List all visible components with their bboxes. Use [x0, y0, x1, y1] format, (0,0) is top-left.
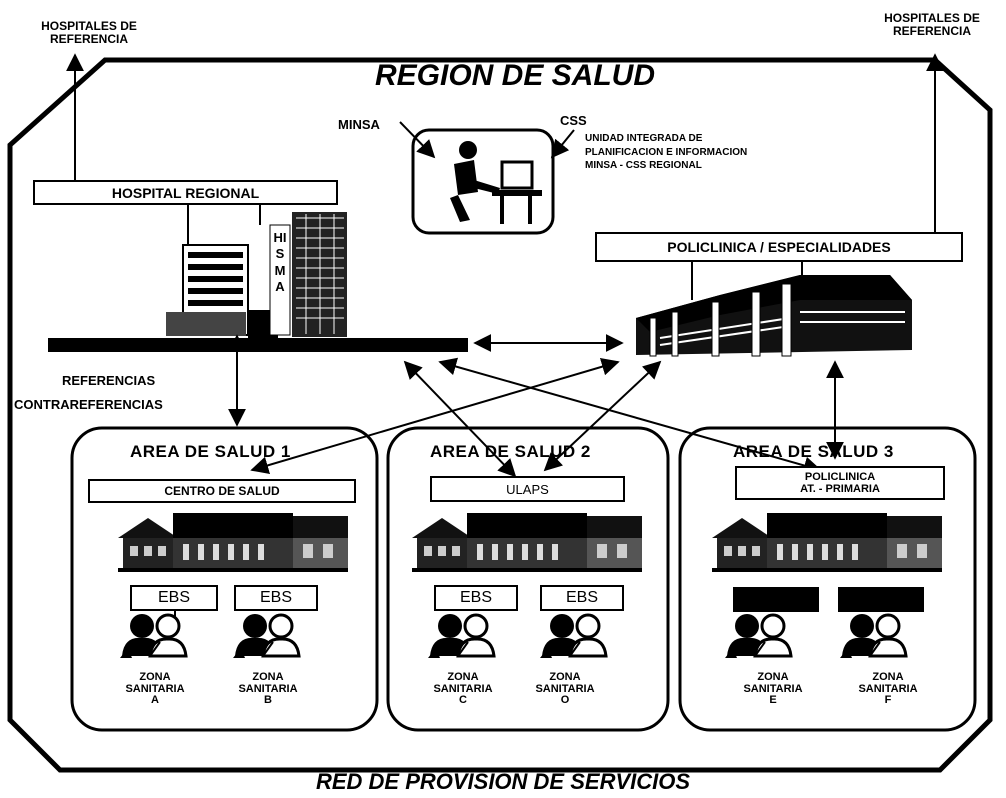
zona-f-line3: F	[884, 694, 892, 707]
zona-c-line1: ZONA	[447, 671, 479, 683]
referencias-label: REFERENCIAS	[62, 373, 156, 388]
people-f-icon	[838, 612, 908, 660]
hospital-regional-box: HOSPITAL REGIONAL	[33, 180, 338, 205]
zona-b-line2: SANITARIA	[238, 682, 298, 695]
health-center-3-icon	[712, 513, 942, 572]
area-2-frame	[386, 426, 670, 732]
zona-a-line1: ZONA	[139, 671, 171, 683]
hospitales-referencia-right: HOSPITALES DE REFERENCIA	[884, 11, 980, 38]
contrareferencias-label: CONTRAREFERENCIAS	[14, 397, 163, 412]
ebs-box-d: EBS	[540, 585, 624, 611]
ebs-box-b: EBS	[234, 585, 318, 611]
area-3-title: AREA DE SALUD 3	[733, 442, 894, 461]
health-center-2-icon	[412, 513, 642, 572]
zona-o-line1: ZONA	[549, 671, 581, 683]
people-e-icon	[723, 612, 793, 660]
unidad-box	[411, 128, 555, 235]
policlinica-especialidades-label: POLICLINICA / ESPECIALIDADES	[667, 239, 891, 255]
health-center-1-icon	[118, 513, 348, 572]
team-box-e	[733, 587, 819, 612]
people-d-icon	[538, 612, 608, 660]
zona-c-line2: SANITARIA	[433, 682, 493, 695]
zona-o-line2: SANITARIA	[535, 682, 595, 695]
people-c-icon	[426, 612, 496, 660]
people-a-icon	[118, 612, 188, 660]
zona-e-line3: E	[769, 694, 777, 707]
computer-user-icon	[450, 141, 542, 224]
policlinica-at-line2: AT. - PRIMARIA	[800, 483, 880, 495]
policlinica-especialidades-box: POLICLINICA / ESPECIALIDADES	[595, 232, 963, 262]
ebs-label-a: EBS	[157, 589, 190, 606]
zona-b-line3: B	[264, 694, 272, 707]
zona-a-line2: SANITARIA	[125, 682, 185, 695]
arrow-hospital-area3	[438, 357, 822, 475]
hospital-regional-label: HOSPITAL REGIONAL	[111, 184, 260, 201]
region-frame	[7, 57, 993, 773]
ebs-label-b: EBS	[259, 589, 292, 606]
centro-de-salud-label: CENTRO DE SALUD	[164, 484, 280, 498]
ebs-label-d: EBS	[565, 589, 598, 606]
minsa-label: MINSA	[338, 117, 380, 132]
css-label: CSS	[560, 113, 587, 128]
area-3-frame	[678, 426, 977, 732]
centro-de-salud-box: CENTRO DE SALUD	[88, 479, 356, 503]
zona-a-line3: A	[151, 694, 159, 707]
team-box-f	[838, 587, 924, 612]
hospitales-referencia-left: HOSPITALES DE REFERENCIA	[41, 19, 137, 46]
zona-b-line1: ZONA	[252, 671, 284, 683]
ulaps-label: ULAPS	[506, 481, 549, 497]
area-1-title: AREA DE SALUD 1	[130, 442, 291, 461]
hisma-label: HISMA	[273, 230, 287, 294]
ulaps-box: ULAPS	[430, 476, 625, 502]
ebs-box-c: EBS	[434, 585, 518, 611]
ebs-box-a: EBS	[130, 585, 218, 611]
policlinica-building-icon	[636, 262, 912, 357]
people-b-icon	[231, 612, 301, 660]
footer-title: RED DE PROVISION DE SERVICIOS	[315, 769, 691, 794]
hospital-building-icon	[74, 180, 347, 338]
region-title: REGION DE SALUD	[374, 59, 656, 92]
arrow-minsa	[399, 121, 436, 159]
zona-f-line2: SANITARIA	[858, 682, 918, 695]
ebs-label-c: EBS	[459, 589, 492, 606]
unidad-integrada-label: UNIDAD INTEGRADA DE PLANIFICACION E INFO…	[585, 133, 748, 171]
area-1-frame	[70, 426, 379, 732]
policlinica-at-primaria-box: POLICLINICA AT. - PRIMARIA	[735, 466, 945, 500]
ground-line	[48, 338, 468, 352]
zona-o-line3: O	[560, 694, 570, 707]
zona-e-line1: ZONA	[757, 671, 789, 683]
zona-e-line2: SANITARIA	[743, 682, 803, 695]
zona-f-line1: ZONA	[872, 671, 904, 683]
arrow-css	[550, 129, 575, 159]
zona-c-line3: C	[459, 694, 467, 707]
area-2-title: AREA DE SALUD 2	[430, 442, 591, 461]
policlinica-at-line1: POLICLINICA	[804, 470, 876, 483]
